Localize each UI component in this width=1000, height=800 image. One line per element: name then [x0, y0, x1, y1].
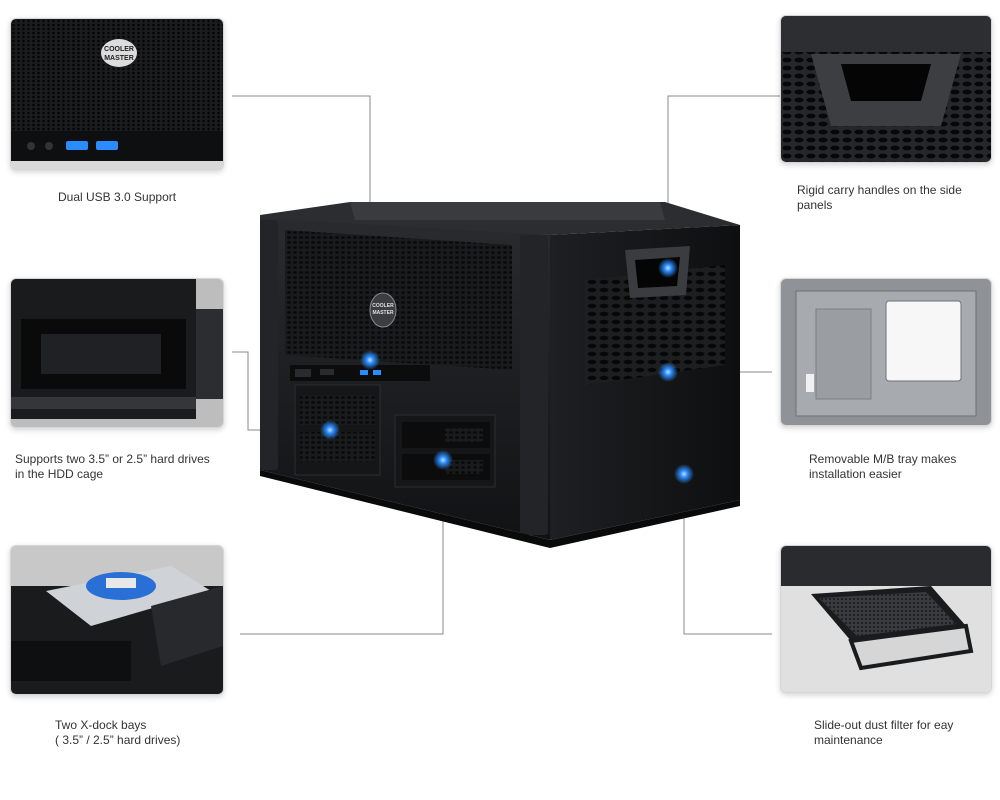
thumb-logo-line2: MASTER: [104, 55, 134, 62]
thumb-hdd: [10, 278, 224, 428]
xdock-bay-photo: [11, 546, 223, 694]
hdd-cage-photo: [11, 279, 223, 427]
mb-tray-photo: [781, 279, 991, 425]
thumb-logo-line1: COOLER: [104, 46, 134, 53]
caption-hdd: Supports two 3.5” or 2.5” hard drives in…: [15, 452, 210, 481]
thumb-handle: [780, 15, 992, 163]
leader-line-filter: [683, 474, 772, 635]
thumb-xdock: [10, 545, 224, 695]
thumb-mbtray: [780, 278, 992, 426]
thumb-filter: [780, 545, 992, 693]
caption-usb: Dual USB 3.0 Support: [58, 190, 177, 204]
caption-xdock: Two X-dock bays ( 3.5” / 2.5” hard drive…: [55, 718, 181, 747]
case-main-photo: COOLER MASTER: [260, 202, 740, 548]
thumb-usb: COOLER MASTER: [10, 18, 224, 170]
dust-filter-photo: [781, 546, 991, 692]
case-logo-line2: MASTER: [372, 310, 394, 316]
caption-handle: Rigid carry handles on the side panels: [797, 183, 962, 212]
carry-handle-photo: [781, 16, 991, 162]
caption-filter: Slide-out dust filter for eay maintenanc…: [814, 718, 954, 747]
case-logo-line1: COOLER: [372, 303, 394, 309]
front-usb-panel-photo: COOLER MASTER: [11, 19, 223, 169]
caption-mbtray: Removable M/B tray makes installation ea…: [809, 452, 957, 481]
